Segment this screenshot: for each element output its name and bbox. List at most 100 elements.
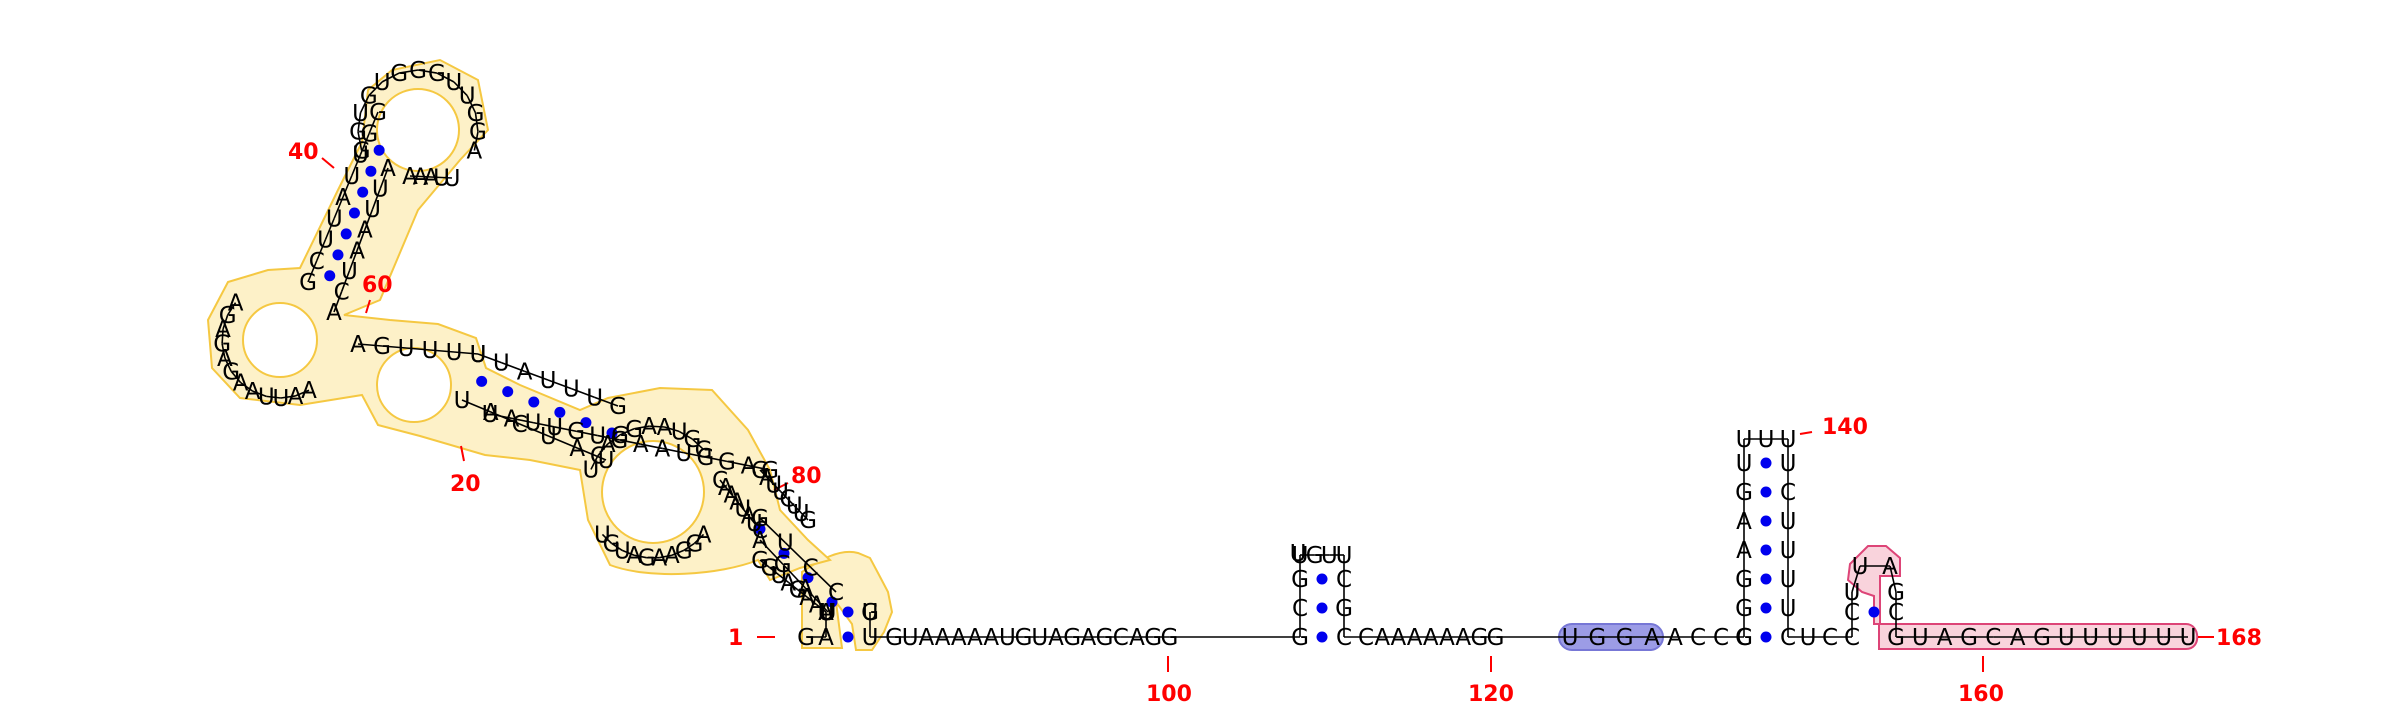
backbone-segment bbox=[787, 581, 799, 591]
backbone-segment bbox=[409, 175, 421, 178]
nucleotide-u: U bbox=[675, 441, 692, 467]
nucleotide-g: G bbox=[751, 506, 769, 532]
base-pair-bond-dot bbox=[1868, 606, 1880, 618]
backbone-segment bbox=[240, 381, 254, 392]
backbone-segment bbox=[430, 176, 442, 179]
position-tick-140 bbox=[1799, 431, 1813, 435]
nucleotide-u: U bbox=[1758, 427, 1775, 453]
backbone-segment bbox=[773, 483, 782, 492]
backbone-segment bbox=[726, 460, 749, 467]
base-pair-bond-dot bbox=[1760, 515, 1772, 527]
backbone-segment bbox=[671, 549, 685, 556]
backbone-segment bbox=[524, 370, 549, 381]
nucleotide-a: A bbox=[233, 371, 249, 397]
backbone-segment bbox=[420, 175, 432, 178]
nucleotide-g: G bbox=[1735, 567, 1753, 593]
backbone-segment bbox=[490, 411, 520, 425]
backbone-segment bbox=[441, 176, 453, 179]
nucleotide-c: C bbox=[1780, 480, 1796, 506]
nucleotide-u: U bbox=[1844, 580, 1861, 606]
base-pair-bonds bbox=[324, 144, 1880, 643]
backbone-segment bbox=[575, 430, 598, 437]
backbone-segment bbox=[356, 229, 366, 251]
backbone-segment bbox=[576, 447, 607, 461]
backbone-segment bbox=[371, 188, 382, 210]
nucleotide-g: G bbox=[1096, 625, 1114, 651]
nucleotide-u: U bbox=[1290, 541, 1307, 567]
backbone-segment bbox=[333, 196, 344, 219]
position-tick-60 bbox=[365, 299, 371, 314]
nucleotide-u: U bbox=[1800, 625, 1817, 651]
nucleotide-g: G bbox=[1887, 625, 1905, 651]
backbone-segment bbox=[340, 270, 351, 292]
nucleotide-g: G bbox=[409, 58, 427, 84]
backbone-segment bbox=[532, 421, 555, 428]
nucleotide-a: A bbox=[809, 593, 825, 619]
backbone-segment bbox=[649, 425, 665, 428]
nucleotide-u: U bbox=[818, 600, 835, 626]
nucleotide-u: U bbox=[594, 522, 611, 548]
nucleotide-a: A bbox=[1439, 625, 1455, 651]
nucleotide-u: U bbox=[326, 206, 343, 232]
nucleotide-g: G bbox=[1470, 625, 1488, 651]
nucleotide-c: C bbox=[1888, 600, 1904, 626]
backbone-segment bbox=[594, 396, 619, 407]
backbone-segment bbox=[351, 154, 362, 177]
base-pair-bond-dot bbox=[826, 596, 838, 608]
nucleotide-u: U bbox=[862, 600, 879, 626]
nucleotide-u: U bbox=[777, 531, 794, 557]
nucleotide-u: U bbox=[422, 338, 439, 364]
nucleotide-g: G bbox=[1160, 625, 1178, 651]
nucleotide-u: U bbox=[772, 479, 789, 505]
base-pair-bond-dot bbox=[1760, 573, 1772, 585]
base-pair-bond-dot bbox=[778, 547, 790, 559]
nucleotide-a: A bbox=[600, 432, 616, 458]
backbone-segment bbox=[782, 563, 806, 589]
nucleotide-a: A bbox=[759, 465, 775, 491]
nucleotide-u: U bbox=[343, 164, 360, 190]
backbone-segment bbox=[597, 443, 609, 457]
nucleotide-a: A bbox=[664, 543, 680, 569]
backbone-segment bbox=[797, 589, 808, 598]
position-tick-80 bbox=[773, 482, 789, 491]
nucleotide-a: A bbox=[1391, 625, 1407, 651]
backbone-segment bbox=[778, 574, 789, 583]
backbone-segment bbox=[619, 439, 641, 445]
nucleotide-u: U bbox=[1780, 451, 1797, 477]
nucleotide-u: U bbox=[902, 625, 919, 651]
nucleotide-u: U bbox=[1852, 554, 1869, 580]
nucleotide-a: A bbox=[349, 238, 365, 264]
backbone-segment bbox=[453, 351, 479, 355]
nucleotide-a: A bbox=[2010, 625, 2026, 651]
nucleotide-u: U bbox=[317, 228, 334, 254]
backbone-segment bbox=[759, 469, 768, 478]
backbone-segment bbox=[662, 447, 685, 454]
backbone-segment bbox=[381, 345, 407, 349]
nucleotide-a: A bbox=[752, 528, 768, 554]
nucleotide-a: A bbox=[652, 546, 668, 572]
nucleotide-u: U bbox=[2155, 625, 2172, 651]
backbone-segment bbox=[766, 476, 775, 485]
backbone-segment bbox=[597, 434, 620, 441]
nucleotide-a: A bbox=[1882, 554, 1898, 580]
nucleotide-a: A bbox=[1374, 625, 1390, 651]
position-label-140: 140 bbox=[1822, 415, 1868, 440]
nucleotide-g: G bbox=[1015, 625, 1033, 651]
backbone-segment bbox=[736, 500, 744, 510]
nucleotide-a: A bbox=[741, 454, 757, 480]
base-pair-bond-dot bbox=[502, 386, 514, 398]
nucleotide-u: U bbox=[589, 424, 606, 450]
position-label-40: 40 bbox=[288, 140, 319, 165]
nucleotide-a: A bbox=[357, 218, 373, 244]
backbone-segment bbox=[226, 302, 237, 316]
nucleotide-g: G bbox=[1335, 596, 1353, 622]
nucleotide-u: U bbox=[482, 402, 499, 428]
nucleotide-c: C bbox=[712, 468, 728, 494]
nucleotide-a: A bbox=[245, 379, 261, 405]
backbone-segment bbox=[664, 426, 680, 433]
nucleotide-g: G bbox=[861, 600, 879, 626]
nucleotide-g: G bbox=[1063, 625, 1081, 651]
nucleotide-g: G bbox=[686, 531, 704, 557]
backbone-segment bbox=[381, 72, 400, 83]
